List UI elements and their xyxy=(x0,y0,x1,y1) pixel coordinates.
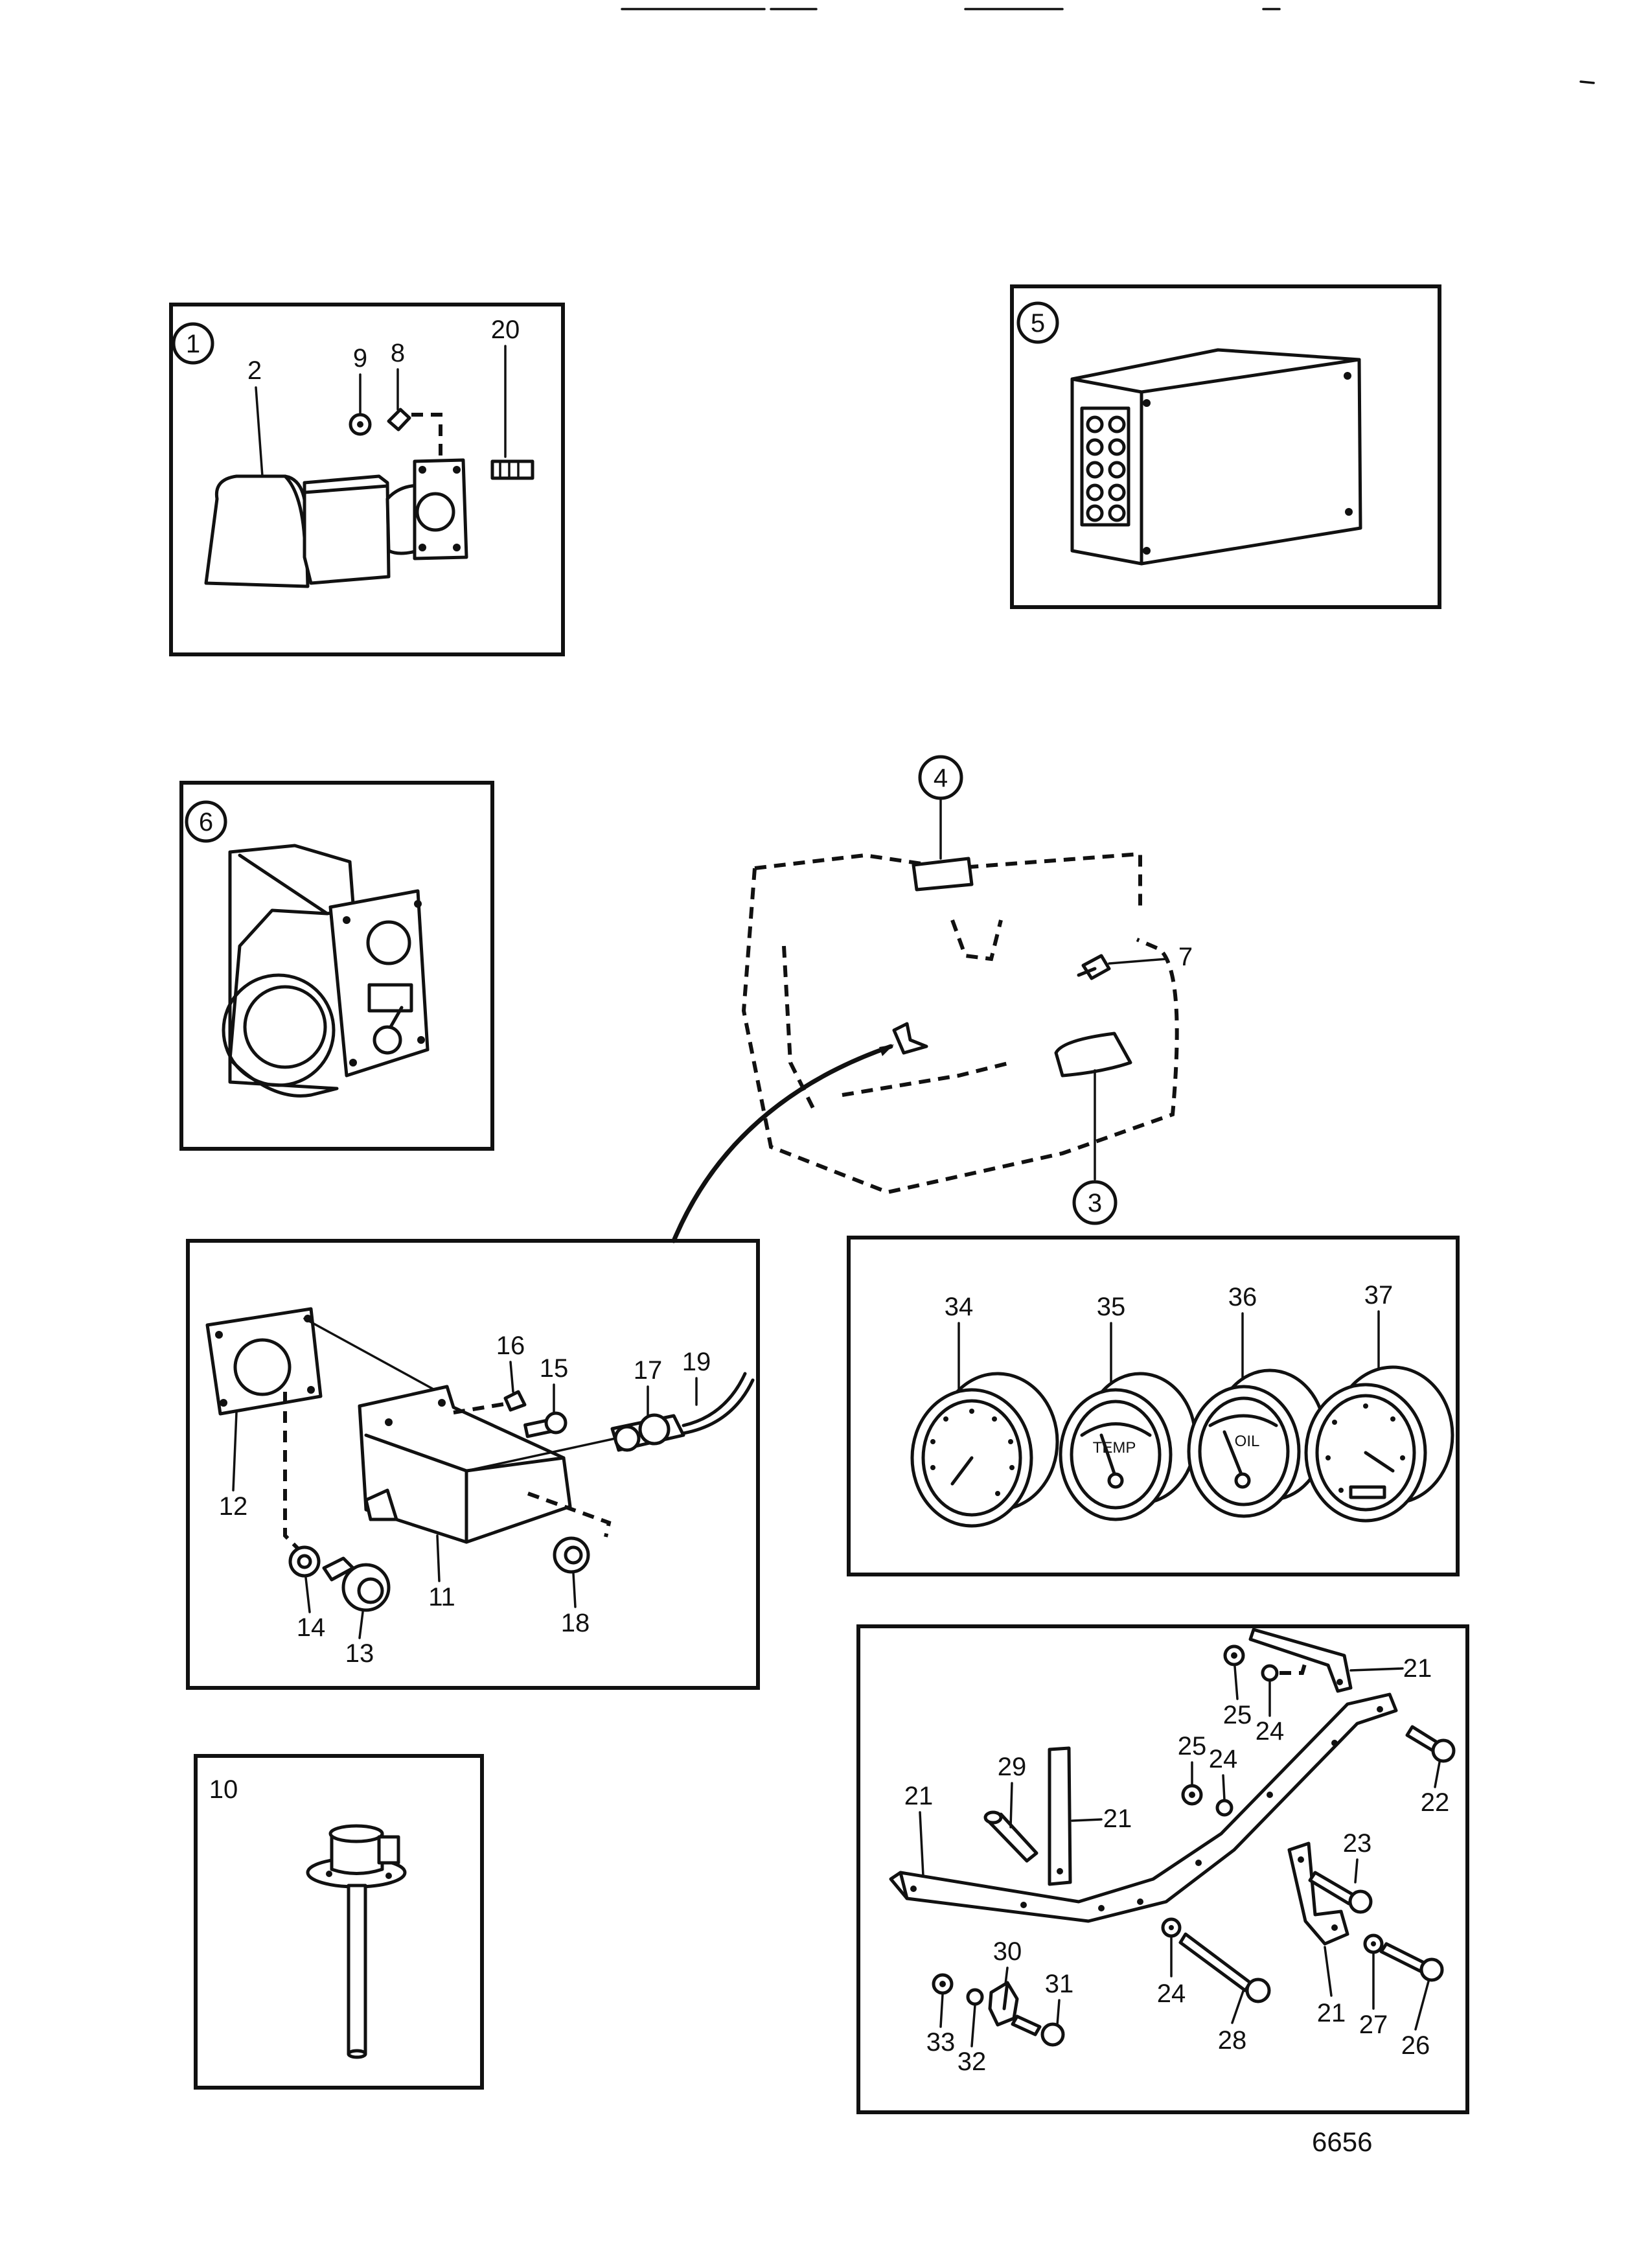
drawing-number: 6656 xyxy=(1312,2127,1372,2157)
callout-14: 14 xyxy=(297,1613,326,1642)
callout-6: 6 xyxy=(199,808,213,836)
engine-outline: 4 7 3 xyxy=(671,755,1193,1243)
callout-24-low: 24 xyxy=(1157,1979,1186,2008)
callout-34: 34 xyxy=(945,1293,974,1321)
panel-control-unit: 1 2 9 8 20 xyxy=(169,303,565,656)
callout-1: 1 xyxy=(186,330,200,358)
callout-30: 30 xyxy=(993,1937,1022,1966)
callout-8: 8 xyxy=(391,339,405,367)
callout-5: 5 xyxy=(1031,309,1045,338)
callout-21-vertical: 21 xyxy=(1103,1805,1132,1833)
gauge-37 xyxy=(1304,1365,1454,1523)
callout-19: 19 xyxy=(682,1348,711,1376)
callout-7: 7 xyxy=(1178,943,1193,971)
callout-27: 27 xyxy=(1359,2011,1388,2039)
panel-electronic-box: 5 xyxy=(1010,284,1441,609)
gauge-34 xyxy=(910,1372,1059,1528)
callout-33: 33 xyxy=(926,2028,956,2057)
callout-21-top: 21 xyxy=(1403,1654,1432,1683)
callout-13: 13 xyxy=(345,1639,374,1668)
callout-26: 26 xyxy=(1401,2031,1430,2060)
callout-23: 23 xyxy=(1343,1829,1372,1858)
panel-reverse-gear: 6 xyxy=(179,781,494,1151)
gauge-35-face-label: TEMP xyxy=(1093,1439,1136,1457)
scan-marks xyxy=(621,8,1595,84)
callout-31: 31 xyxy=(1045,1970,1074,1998)
callout-15: 15 xyxy=(540,1354,569,1383)
panel-sensor-bracket: 12 11 16 15 17 19 xyxy=(186,1239,760,1690)
callout-37: 37 xyxy=(1364,1281,1394,1309)
callout-3: 3 xyxy=(1088,1189,1102,1217)
callout-10: 10 xyxy=(209,1775,238,1804)
callout-22: 22 xyxy=(1421,1788,1450,1817)
callout-20: 20 xyxy=(491,316,520,344)
panel-sender-unit: 10 xyxy=(194,1754,484,2090)
callout-4: 4 xyxy=(934,764,948,792)
callout-24-top: 24 xyxy=(1256,1717,1285,1746)
callout-12: 12 xyxy=(219,1492,248,1521)
callout-16: 16 xyxy=(496,1332,525,1360)
callout-25-mid: 25 xyxy=(1178,1732,1207,1760)
callout-25-top: 25 xyxy=(1223,1701,1252,1729)
gauge-36-oil: OIL xyxy=(1187,1368,1327,1518)
callout-2: 2 xyxy=(247,356,262,385)
callout-36: 36 xyxy=(1228,1283,1257,1311)
callout-9: 9 xyxy=(353,344,367,373)
panel-instrument-gauges: 34 35 TEMP 36 xyxy=(847,1236,1460,1576)
callout-21-lower: 21 xyxy=(1317,1999,1346,2027)
callout-28: 28 xyxy=(1218,2026,1247,2055)
callout-11: 11 xyxy=(428,1583,455,1611)
gauge-36-face-label: OIL xyxy=(1235,1433,1260,1450)
callout-29: 29 xyxy=(998,1753,1027,1781)
panel-mounting-brackets: 21 21 21 21 25 24 22 xyxy=(856,1624,1469,2114)
callout-17: 17 xyxy=(634,1356,663,1385)
callout-21-left: 21 xyxy=(904,1782,934,1810)
gauge-35-temperature: TEMP xyxy=(1059,1372,1197,1521)
callout-18: 18 xyxy=(561,1609,590,1637)
callout-24-mid: 24 xyxy=(1209,1745,1238,1773)
callout-35: 35 xyxy=(1097,1293,1126,1321)
callout-32: 32 xyxy=(958,2047,987,2076)
